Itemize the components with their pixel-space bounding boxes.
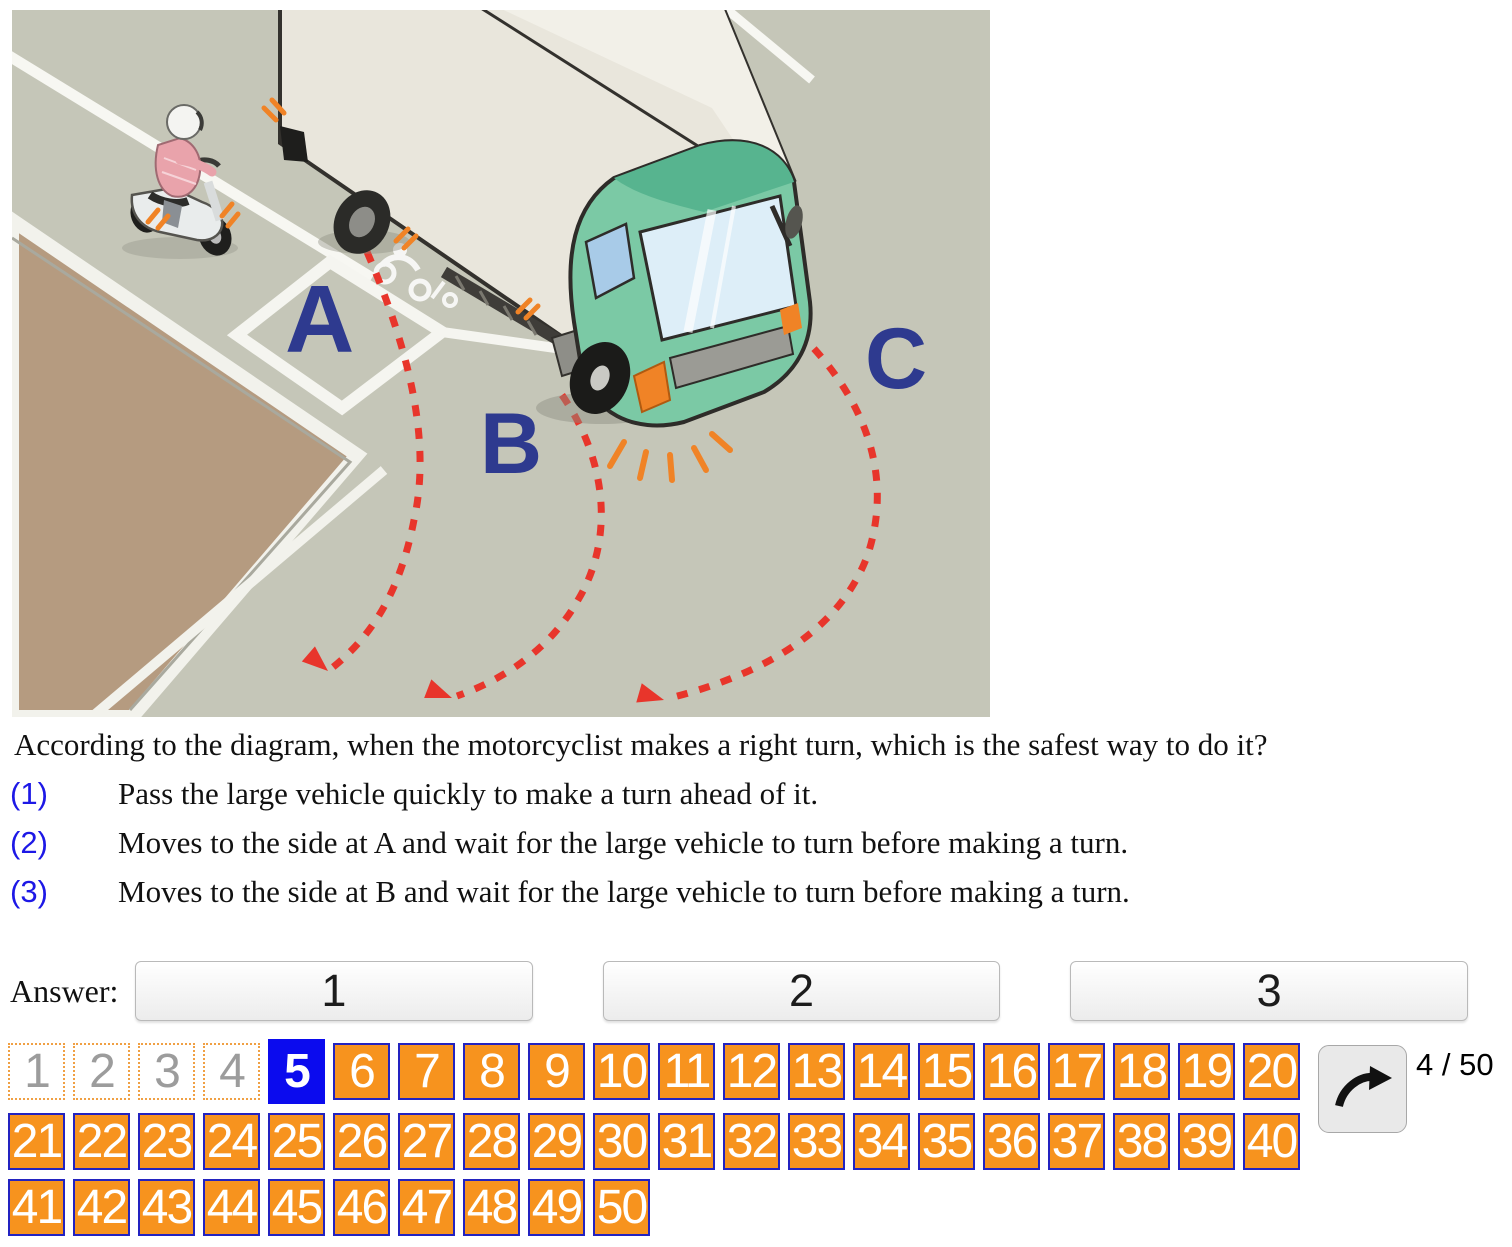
option-text: Moves to the side at B and wait for the … <box>118 874 1130 909</box>
nav-cell-40[interactable]: 40 <box>1243 1113 1300 1170</box>
nav-cell-24[interactable]: 24 <box>203 1113 260 1170</box>
nav-cell-6[interactable]: 6 <box>333 1043 390 1100</box>
turn-path-curves <box>329 208 881 702</box>
nav-cell-2[interactable]: 2 <box>73 1043 130 1100</box>
answer-label: Answer: <box>10 972 119 1009</box>
nav-cell-28[interactable]: 28 <box>463 1113 520 1170</box>
option-row-1: (1) Pass the large vehicle quickly to ma… <box>0 778 1500 810</box>
rear-mud-flap <box>280 126 308 162</box>
nav-cell-23[interactable]: 23 <box>138 1113 195 1170</box>
nav-cell-21[interactable]: 21 <box>8 1113 65 1170</box>
nav-cell-7[interactable]: 7 <box>398 1043 455 1100</box>
question-diagram: A B C <box>12 10 990 717</box>
motorcyclist <box>122 104 241 259</box>
nav-cell-39[interactable]: 39 <box>1178 1113 1235 1170</box>
nav-cell-33[interactable]: 33 <box>788 1113 845 1170</box>
nav-cell-29[interactable]: 29 <box>528 1113 585 1170</box>
front-indicator <box>632 360 672 414</box>
nav-cell-22[interactable]: 22 <box>73 1113 130 1170</box>
nav-cell-26[interactable]: 26 <box>333 1113 390 1170</box>
nav-cell-12[interactable]: 12 <box>723 1043 780 1100</box>
next-question-button[interactable] <box>1318 1045 1407 1133</box>
nav-cell-38[interactable]: 38 <box>1113 1113 1170 1170</box>
nav-cell-48[interactable]: 48 <box>463 1179 520 1236</box>
nav-cell-43[interactable]: 43 <box>138 1179 195 1236</box>
nav-cell-20[interactable]: 20 <box>1243 1043 1300 1100</box>
nav-cell-10[interactable]: 10 <box>593 1043 650 1100</box>
nav-cell-30[interactable]: 30 <box>593 1113 650 1170</box>
arrow-right-icon <box>1334 1066 1392 1108</box>
nav-cell-42[interactable]: 42 <box>73 1179 130 1236</box>
nav-cell-47[interactable]: 47 <box>398 1179 455 1236</box>
option-number: (2) <box>10 825 48 860</box>
nav-cell-45[interactable]: 45 <box>268 1179 325 1236</box>
bumper <box>668 324 795 390</box>
nav-cell-49[interactable]: 49 <box>528 1179 585 1236</box>
options-list: (1) Pass the large vehicle quickly to ma… <box>0 778 1500 925</box>
answer-button-3[interactable]: 3 <box>1070 961 1469 1021</box>
nav-cell-14[interactable]: 14 <box>853 1043 910 1100</box>
label-a: A <box>285 266 354 373</box>
helmet <box>166 104 202 140</box>
nav-cell-13[interactable]: 13 <box>788 1043 845 1100</box>
nav-cell-1[interactable]: 1 <box>8 1043 65 1100</box>
label-c: C <box>865 311 927 407</box>
nav-cell-17[interactable]: 17 <box>1048 1043 1105 1100</box>
nav-cell-25[interactable]: 25 <box>268 1113 325 1170</box>
option-number: (1) <box>10 776 48 811</box>
turn-path-b <box>455 393 605 700</box>
side-window <box>584 222 636 300</box>
nav-cell-8[interactable]: 8 <box>463 1043 520 1100</box>
nav-cell-37[interactable]: 37 <box>1048 1113 1105 1170</box>
turn-path-a <box>329 208 424 671</box>
signal-flash-rays <box>607 431 733 483</box>
nav-cell-32[interactable]: 32 <box>723 1113 780 1170</box>
nav-cell-50[interactable]: 50 <box>593 1179 650 1236</box>
answer-row: Answer: 1 2 3 <box>10 961 1490 1021</box>
nav-cell-9[interactable]: 9 <box>528 1043 585 1100</box>
nav-cell-4[interactable]: 4 <box>203 1043 260 1100</box>
nav-cell-36[interactable]: 36 <box>983 1113 1040 1170</box>
nav-cell-41[interactable]: 41 <box>8 1179 65 1236</box>
right-indicator <box>780 303 802 335</box>
nav-cell-15[interactable]: 15 <box>918 1043 975 1100</box>
label-b: B <box>480 396 542 492</box>
lane-line-right <box>720 10 815 84</box>
option-text: Pass the large vehicle quickly to make a… <box>118 776 819 811</box>
option-number: (3) <box>10 874 48 909</box>
progress-counter: 4 / 50 <box>1416 1047 1494 1082</box>
road-edge-line <box>88 466 388 717</box>
nav-cell-34[interactable]: 34 <box>853 1113 910 1170</box>
nav-cell-11[interactable]: 11 <box>658 1043 715 1100</box>
rear-wheel <box>333 190 391 254</box>
nav-cell-19[interactable]: 19 <box>1178 1043 1235 1100</box>
question-text: According to the diagram, when the motor… <box>14 727 1268 762</box>
nav-cell-44[interactable]: 44 <box>203 1179 260 1236</box>
answer-button-2[interactable]: 2 <box>602 961 1001 1021</box>
nav-cell-27[interactable]: 27 <box>398 1113 455 1170</box>
nav-cell-31[interactable]: 31 <box>658 1113 715 1170</box>
truck <box>261 10 813 483</box>
side-mirror <box>785 205 803 239</box>
turn-path-arrowheads <box>301 646 664 703</box>
nav-cell-3[interactable]: 3 <box>138 1043 195 1100</box>
nav-cell-46[interactable]: 46 <box>333 1179 390 1236</box>
nav-cell-35[interactable]: 35 <box>918 1113 975 1170</box>
option-row-2: (2) Moves to the side at A and wait for … <box>0 827 1500 859</box>
nav-cell-18[interactable]: 18 <box>1113 1043 1170 1100</box>
answer-button-1[interactable]: 1 <box>135 961 533 1021</box>
front-wheel <box>569 342 631 414</box>
road-scene-illustration: A B C <box>12 10 990 717</box>
signal-flash-marks <box>261 97 541 321</box>
option-row-3: (3) Moves to the side at B and wait for … <box>0 876 1500 908</box>
nav-cell-16[interactable]: 16 <box>983 1043 1040 1100</box>
path-labels: A B C <box>285 266 927 492</box>
option-text: Moves to the side at A and wait for the … <box>118 825 1129 860</box>
nav-cell-5[interactable]: 5 <box>268 1039 325 1104</box>
